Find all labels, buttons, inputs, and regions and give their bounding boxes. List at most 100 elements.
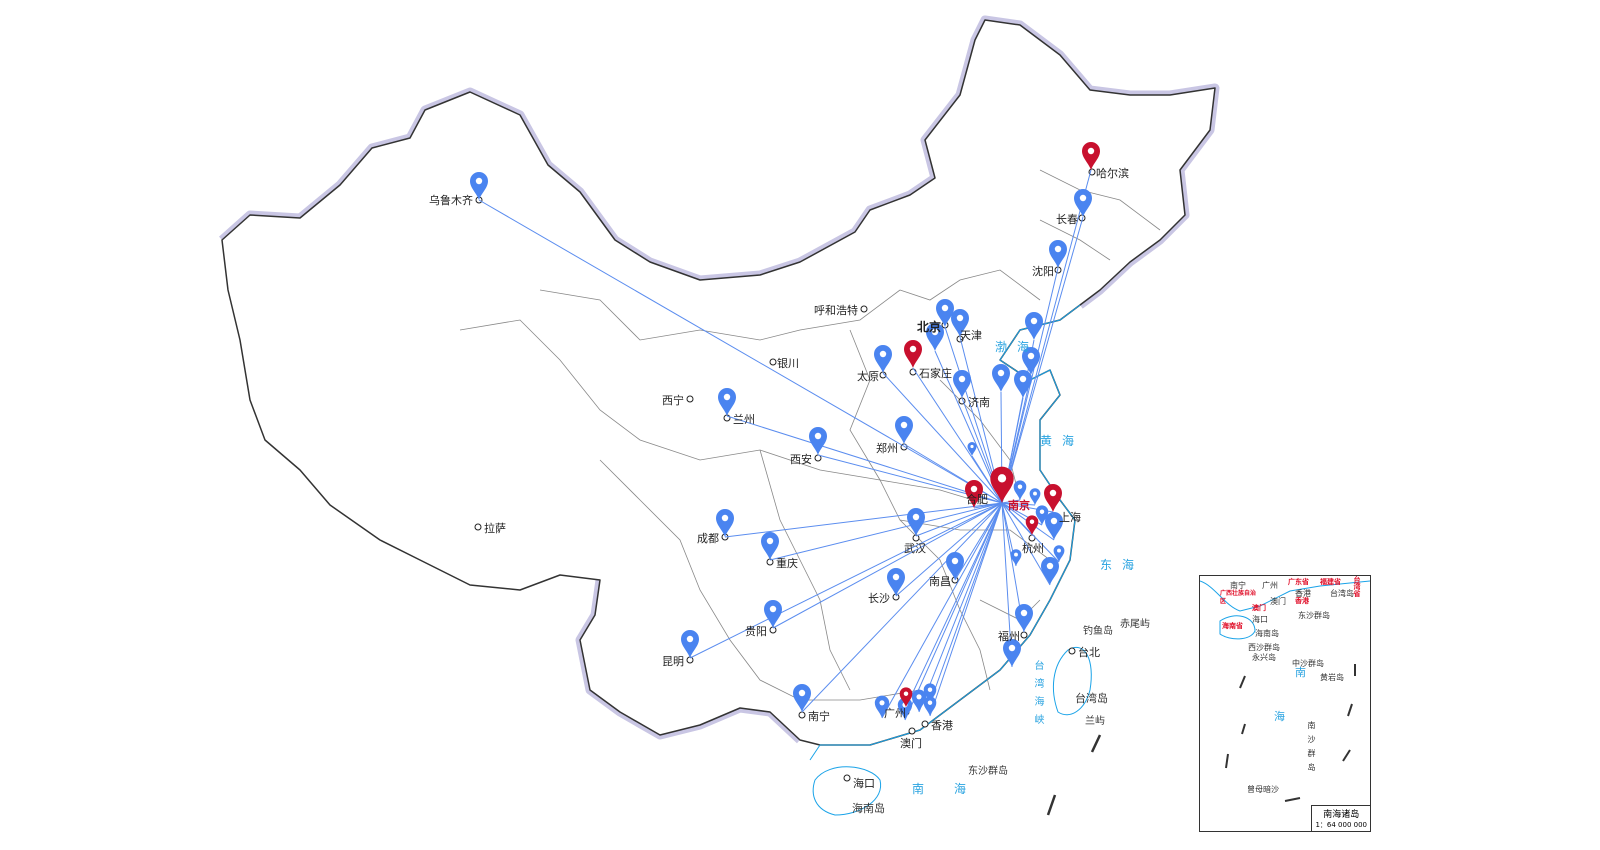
location-pin-icon[interactable] bbox=[923, 683, 937, 703]
location-pin-icon[interactable] bbox=[936, 299, 954, 327]
location-pin-icon[interactable] bbox=[1022, 347, 1040, 375]
location-pin-icon[interactable] bbox=[895, 416, 913, 444]
location-pin-icon[interactable] bbox=[951, 309, 969, 337]
location-pin-icon[interactable] bbox=[1074, 189, 1092, 217]
city-label: 澳门 bbox=[900, 737, 922, 750]
location-pin-icon[interactable] bbox=[716, 509, 734, 537]
sea-bohai: 渤海 bbox=[995, 340, 1040, 354]
inset-label-nansha: 南沙群岛 bbox=[1307, 721, 1316, 777]
highlight-pin-icon[interactable] bbox=[965, 480, 983, 508]
city-label: 西安 bbox=[790, 453, 812, 466]
city-label: 上海 bbox=[1059, 511, 1081, 524]
highlight-pin-icon[interactable] bbox=[1082, 142, 1100, 170]
location-pin-icon[interactable] bbox=[1035, 505, 1049, 525]
route-line bbox=[1001, 169, 1092, 504]
location-pin-icon[interactable] bbox=[911, 689, 927, 712]
location-pin-icon[interactable] bbox=[1010, 549, 1022, 566]
location-pin-icon[interactable] bbox=[809, 427, 827, 455]
city-label: 台北 bbox=[1078, 646, 1100, 659]
city-dot bbox=[798, 711, 806, 719]
city-label: 银川 bbox=[777, 357, 799, 370]
route-line bbox=[954, 502, 1003, 581]
city-label: 呼和浩特 bbox=[814, 304, 858, 317]
inset-label-zhongsha: 中沙群岛 bbox=[1292, 659, 1324, 668]
location-pin-icon[interactable] bbox=[681, 630, 699, 658]
city-label: 杭州 bbox=[1022, 542, 1044, 555]
inset-red-taiwan: 台湾省 bbox=[1353, 576, 1361, 597]
location-pin-icon[interactable] bbox=[967, 442, 977, 456]
location-pin-icon[interactable] bbox=[1003, 639, 1021, 667]
city-label: 哈尔滨 bbox=[1096, 167, 1129, 180]
location-pin-icon[interactable] bbox=[764, 600, 782, 628]
location-pins bbox=[470, 142, 1100, 720]
city-label: 武汉 bbox=[904, 542, 926, 555]
location-pin-icon[interactable] bbox=[953, 370, 971, 398]
route-line bbox=[882, 372, 1003, 504]
city-label: 石家庄 bbox=[919, 367, 952, 380]
highlight-pin-icon[interactable] bbox=[899, 687, 913, 707]
city-label: 北京 bbox=[917, 320, 942, 334]
province-borders bbox=[459, 169, 1161, 701]
city-dot bbox=[860, 305, 868, 313]
sea-nanhai: 南海 bbox=[912, 782, 997, 796]
route-line bbox=[881, 502, 1003, 719]
location-pin-icon[interactable] bbox=[1025, 312, 1043, 340]
city-label: 郑州 bbox=[876, 442, 898, 455]
city-dot bbox=[474, 523, 482, 531]
city-label: 海口 bbox=[853, 777, 875, 790]
location-pin-icon[interactable] bbox=[874, 695, 890, 718]
location-pin-icon[interactable] bbox=[926, 323, 944, 351]
country-border bbox=[221, 19, 1216, 746]
route-line bbox=[726, 415, 1003, 504]
location-pin-icon[interactable] bbox=[946, 552, 964, 580]
island-diaoyu: 钓鱼岛 bbox=[1083, 626, 1113, 637]
location-pin-icon[interactable] bbox=[718, 388, 736, 416]
inset-label-nanning: 南宁 bbox=[1230, 581, 1246, 590]
island-lanyu: 兰屿 bbox=[1085, 716, 1105, 727]
location-pin-icon[interactable] bbox=[793, 684, 811, 712]
inset-label-hainan: 海南岛 bbox=[1255, 629, 1279, 638]
inset-label-haikou: 海口 bbox=[1252, 615, 1268, 624]
inset-label-xisha: 西沙群岛 bbox=[1248, 643, 1280, 652]
location-pin-icon[interactable] bbox=[874, 345, 892, 373]
highlight-pin-icon[interactable] bbox=[1025, 515, 1039, 535]
location-pin-icon[interactable] bbox=[1049, 240, 1067, 268]
route-line bbox=[1001, 216, 1084, 504]
city-label: 南宁 bbox=[808, 710, 830, 723]
location-pin-icon[interactable] bbox=[907, 508, 925, 536]
flight-routes bbox=[478, 169, 1092, 721]
city-label: 南昌 bbox=[929, 575, 951, 588]
inset-scale: 1：64 000 000 bbox=[1315, 821, 1367, 829]
city-dot bbox=[769, 358, 777, 366]
island-hainan: 海南岛 bbox=[852, 802, 885, 815]
highlight-pin-icon[interactable] bbox=[1044, 484, 1062, 512]
inset-red-macau: 澳门 bbox=[1252, 604, 1266, 612]
location-pin-icon[interactable] bbox=[923, 696, 937, 716]
city-label: 天津 bbox=[960, 329, 982, 342]
location-pin-icon[interactable] bbox=[992, 364, 1010, 392]
location-pin-icon[interactable] bbox=[470, 172, 488, 200]
route-line bbox=[905, 502, 1003, 708]
location-pin-icon[interactable] bbox=[1015, 604, 1033, 632]
route-line bbox=[929, 502, 1003, 717]
location-pin-icon[interactable] bbox=[1014, 370, 1032, 398]
highlight-pin-icon[interactable] bbox=[904, 340, 922, 368]
location-pin-icon[interactable] bbox=[1013, 480, 1027, 500]
south-china-sea-inset: 南宁 广州 香港 澳门 海口 台湾岛 东沙群岛 海南岛 西沙群岛 永兴岛 中沙群… bbox=[1199, 575, 1371, 832]
route-line bbox=[973, 502, 1003, 509]
location-pin-icon[interactable] bbox=[1053, 545, 1065, 562]
city-label: 福州 bbox=[998, 630, 1020, 643]
city-label: 长春 bbox=[1056, 213, 1078, 226]
location-pin-icon[interactable] bbox=[1029, 488, 1041, 505]
hub-pin-icon[interactable] bbox=[990, 466, 1014, 503]
location-pin-icon[interactable] bbox=[1045, 512, 1063, 540]
inset-red-guangdong: 广东省 bbox=[1288, 578, 1309, 586]
location-pin-icon[interactable] bbox=[887, 568, 905, 596]
inset-red-fujian: 福建省 bbox=[1320, 578, 1341, 586]
sea-donghai: 东海 bbox=[1100, 558, 1145, 572]
location-pin-icon[interactable] bbox=[1041, 557, 1059, 585]
route-line bbox=[772, 502, 1003, 629]
route-line bbox=[915, 502, 1003, 537]
location-pin-icon[interactable] bbox=[761, 532, 779, 560]
city-label: 贵阳 bbox=[745, 625, 767, 638]
